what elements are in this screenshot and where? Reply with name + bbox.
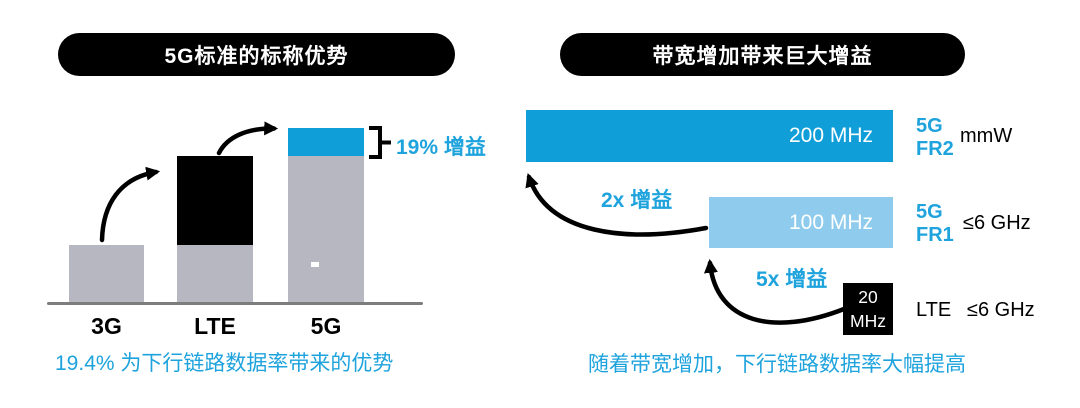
- gain-19-label: 19% 增益: [396, 136, 486, 159]
- label-sub6ghz-fr1: ≤6 GHz: [963, 212, 1031, 234]
- label-5g-fr1-band: FR1: [916, 224, 954, 246]
- axis-label-3g: 3G: [91, 313, 122, 339]
- bar-lte-base: [177, 245, 253, 303]
- bandwidth-bar-100mhz: 100 MHz: [709, 197, 893, 248]
- label-mmw: mmW: [960, 125, 1013, 147]
- axis-label-5g: 5G: [310, 313, 342, 339]
- bandwidth-bar-100mhz-value: 100 MHz: [788, 210, 873, 234]
- label-5g-fr1-tech: 5G: [916, 201, 943, 223]
- axis-label-lte: LTE: [194, 313, 236, 339]
- bandwidth-box-20mhz-unit: MHz: [850, 311, 886, 331]
- label-5g-fr2-band: FR2: [916, 138, 954, 160]
- bar-5g-base: [288, 156, 364, 303]
- label-lte: LTE: [916, 299, 952, 321]
- bandwidth-box-20mhz: 20 MHz: [843, 283, 893, 335]
- growth-arrow-lte-to-5g: [216, 121, 279, 156]
- bar-5g-gain-cap: [288, 128, 364, 156]
- growth-arrow-3g-to-lte: [99, 166, 161, 243]
- bandwidth-bar-200mhz-value: 200 MHz: [788, 124, 873, 147]
- left-panel-title-pill: 5G标准的标称优势: [58, 33, 455, 76]
- right-caption: 随着带宽增加，下行链路数据率大幅提高: [588, 353, 966, 376]
- white-dash: [311, 262, 319, 267]
- baseline-axis: [47, 302, 423, 305]
- bandwidth-bar-200mhz: 200 MHz: [526, 110, 893, 162]
- label-5g-fr2-tech: 5G: [916, 115, 943, 137]
- left-caption: 19.4% 为下行链路数据率带来的优势: [55, 352, 394, 375]
- gain-5x-label: 5x 增益: [756, 268, 828, 291]
- right-panel-title-pill: 带宽增加带来巨大增益: [560, 33, 965, 76]
- left-panel-title: 5G标准的标称优势: [164, 44, 349, 68]
- bar-lte-increase: [177, 156, 253, 245]
- label-sub6ghz-lte: ≤6 GHz: [967, 299, 1035, 321]
- gain-bracket: [369, 126, 391, 159]
- bar-3g: [69, 245, 144, 303]
- bandwidth-box-20mhz-value: 20: [858, 287, 878, 307]
- label-5g-fr1: 5G FR1: [916, 201, 954, 247]
- right-panel-title: 带宽增加带来巨大增益: [652, 44, 873, 68]
- label-5g-fr2: 5G FR2: [916, 115, 954, 161]
- gain-2x-label: 2x 增益: [601, 189, 673, 212]
